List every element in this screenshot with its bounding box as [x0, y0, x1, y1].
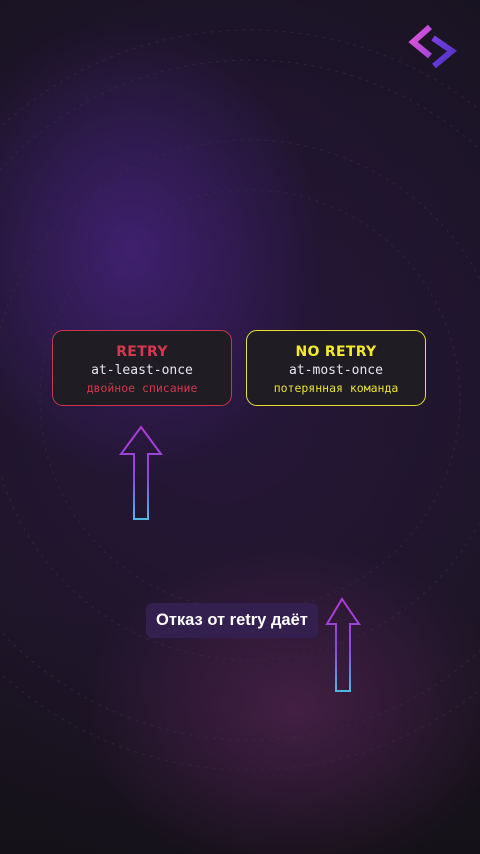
retry-card-semantics: at-least-once — [91, 363, 193, 378]
up-arrow-icon — [119, 425, 163, 520]
retry-card-title: RETRY — [116, 344, 168, 360]
no-retry-card-consequence: потерянная команда — [273, 381, 399, 395]
up-arrow-icon — [325, 597, 361, 692]
chevrons-brackets-logo-icon — [408, 24, 457, 69]
caption-subtitle: Отказ от retry даёт — [146, 603, 318, 638]
retry-card-consequence: двойное списание — [86, 381, 198, 395]
no-retry-card: NO RETRY at-most-once потерянная команда — [246, 330, 426, 406]
retry-card: RETRY at-least-once двойное списание — [52, 330, 232, 406]
brand-logo — [408, 24, 458, 70]
no-retry-card-title: NO RETRY — [295, 344, 377, 360]
no-retry-card-semantics: at-most-once — [289, 363, 383, 378]
